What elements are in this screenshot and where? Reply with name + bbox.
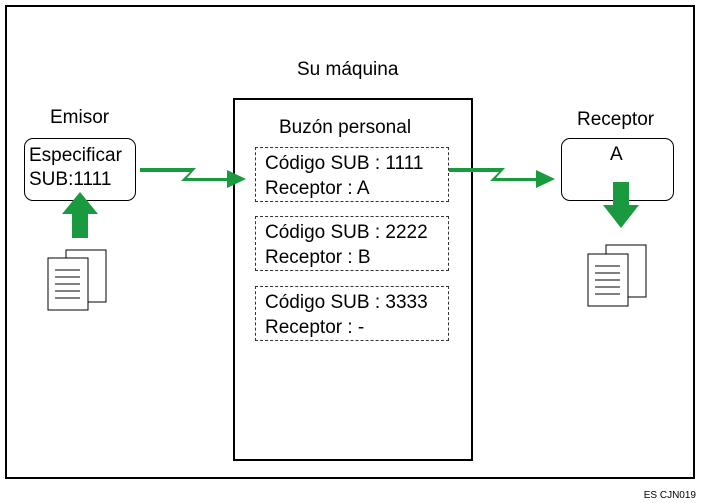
mailbox-2-receiver: Receptor : B (265, 247, 371, 268)
mailbox-1-code: Código SUB : 1111 (265, 153, 424, 174)
mailbox-3-code: Código SUB : 3333 (265, 292, 428, 313)
mailbox-title: Buzón personal (279, 117, 412, 138)
machine-title: Su máquina (297, 59, 399, 80)
diagram-frame (5, 5, 695, 479)
receiver-box: A (561, 138, 674, 201)
sender-box: Especificar SUB:1111 (24, 138, 136, 201)
figure-code: ES CJN019 (643, 490, 696, 501)
mailbox-3: Código SUB : 3333 Receptor : - (255, 286, 449, 341)
receiver-title: Receptor (577, 109, 655, 130)
mailbox-2: Código SUB : 2222 Receptor : B (255, 216, 449, 271)
sender-title: Emisor (50, 107, 110, 128)
receiver-value: A (610, 144, 623, 165)
mailbox-3-receiver: Receptor : - (265, 317, 365, 338)
mailbox-1: Código SUB : 1111 Receptor : A (255, 147, 449, 202)
sender-line-2: SUB:1111 (29, 169, 112, 190)
mailbox-2-code: Código SUB : 2222 (265, 222, 428, 243)
mailbox-1-receiver: Receptor : A (265, 178, 370, 199)
sender-line-1: Especificar (29, 145, 122, 166)
